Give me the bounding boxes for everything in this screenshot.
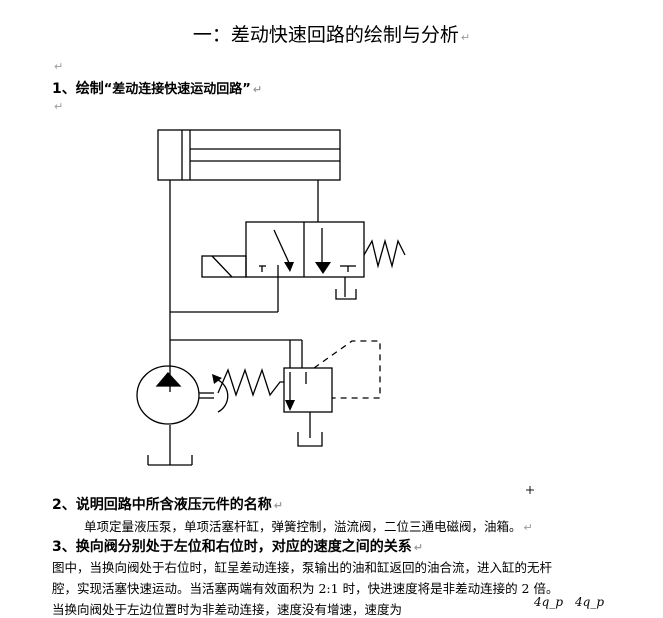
solenoid-valve-icon	[201, 221, 365, 278]
section1-heading: 1、绘制“差动连接快速运动回路”↵	[52, 81, 263, 97]
paragraph-mark-icon: ↵	[523, 521, 533, 534]
section2-heading: 2、说明回路中所含液压元件的名称↵	[52, 497, 283, 513]
cylinder-icon	[157, 129, 341, 181]
formula-1: 4q_p	[534, 595, 563, 609]
spring-icon	[363, 238, 406, 269]
relief-spring-icon	[217, 367, 284, 398]
hydraulic-circuit-diagram	[136, 129, 534, 494]
title-text: 一：差动快速回路的绘制与分析	[192, 24, 459, 46]
section1-quoted: “差动连接快速运动回路”	[103, 82, 251, 97]
section3-line2: 腔，实现活塞快速运动。当活塞两端有效面积为 2:1 时，快进速度将是非差动连接的…	[52, 581, 559, 596]
section2-body: 单项定量液压泵，单项活塞杆缸，弹簧控制，溢流阀，二位三通电磁阀，油箱。↵	[84, 519, 533, 534]
paragraph-mark-icon: ↵	[460, 31, 471, 44]
tank-icon	[335, 277, 357, 300]
paragraph-mark-icon: ↵	[252, 83, 263, 96]
relief-valve-icon	[283, 367, 333, 447]
paragraph-mark-icon: ↵	[273, 499, 283, 512]
section3-heading: 3、换向阀分别处于左位和右位时，对应的速度之间的关系↵	[52, 539, 423, 555]
section3-line3: 当换向阀处于左边位置时为非差动连接，速度没有增速，速度为	[52, 602, 403, 617]
pump-icon	[136, 365, 229, 466]
pilot-line	[313, 340, 381, 399]
section3-line1: 图中，当换向阀处于右位时，缸呈差动连接，泵输出的油和缸返回的油合流，进入缸的无杆	[52, 560, 553, 575]
paragraph-mark-icon: ↵	[54, 60, 64, 73]
page-title: 一：差动快速回路的绘制与分析↵	[0, 20, 663, 47]
formula-2: 4q_p	[575, 595, 604, 609]
pipe-lines	[169, 180, 319, 465]
paragraph-mark-icon: ↵	[413, 541, 423, 554]
corner-marks	[526, 486, 534, 494]
paragraph-mark-icon: ↵	[54, 100, 64, 113]
valve-arrows	[284, 262, 331, 274]
